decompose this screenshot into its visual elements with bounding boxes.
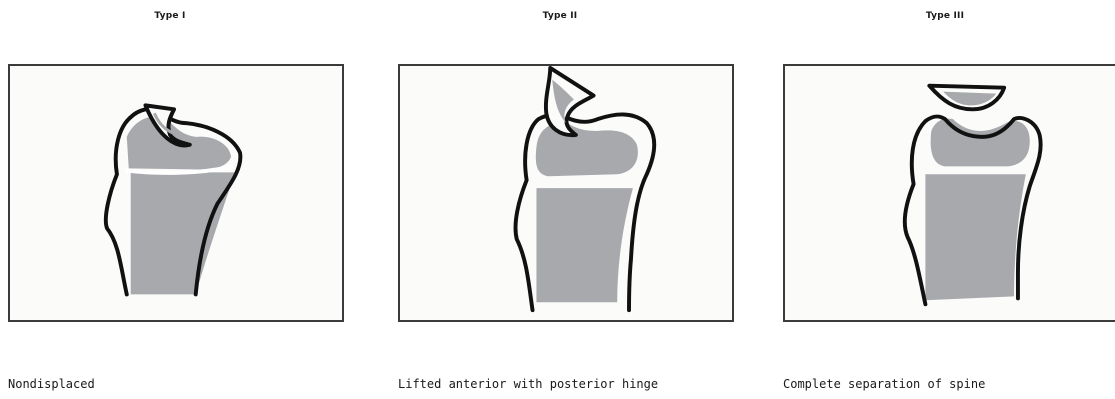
shaft-fill [925, 174, 1025, 300]
type-2-bone-illustration [400, 66, 732, 320]
type-3-label: Type III [775, 11, 1115, 21]
type-3-caption: Complete separation of spine [783, 377, 985, 391]
epiphysis-fill [931, 119, 1030, 167]
type-3-illustration-frame [783, 64, 1115, 322]
epiphysis-fill [536, 123, 638, 176]
shaft-fill [536, 188, 632, 302]
type-1-bone-illustration [10, 66, 342, 320]
type-2-label: Type II [390, 11, 730, 21]
type-1-caption: Nondisplaced [8, 377, 95, 391]
type-1-illustration-frame [8, 64, 344, 322]
panel-type-3: Type III Complete separation of spine [775, 0, 1115, 399]
type-1-label: Type I [0, 11, 340, 21]
type-3-bone-illustration [785, 66, 1115, 320]
type-2-illustration-frame [398, 64, 734, 322]
panel-type-1: Type I Nondisplaced [0, 0, 340, 399]
type-2-caption: Lifted anterior with posterior hinge [398, 377, 658, 391]
shaft-fill [131, 172, 235, 294]
panel-type-2: Type II Lifted anterior with posterior h… [390, 0, 730, 399]
